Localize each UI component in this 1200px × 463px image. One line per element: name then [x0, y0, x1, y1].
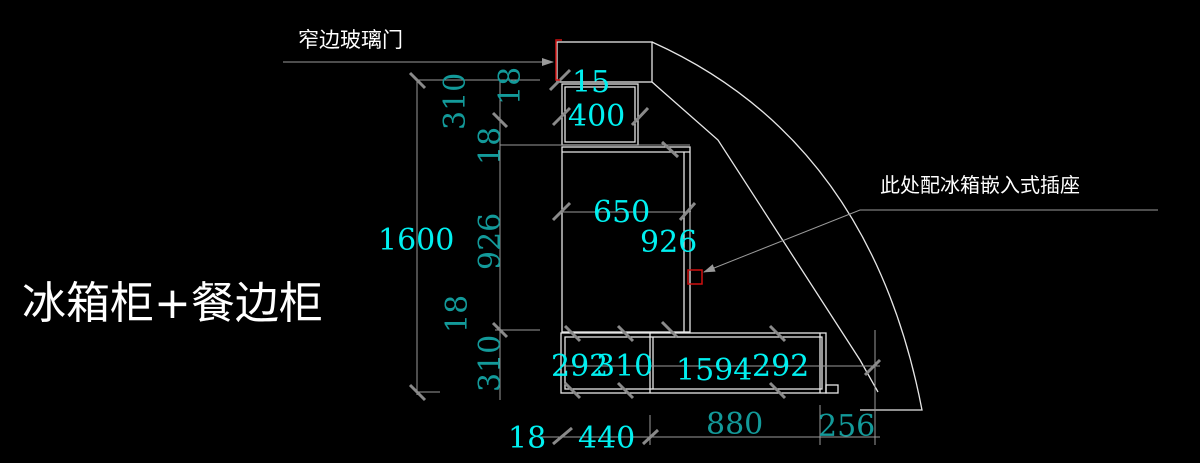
dim-bottom-3: 256: [818, 409, 875, 444]
dim-fridge-width: 650: [593, 195, 650, 230]
dim-lower-2: 1594: [676, 353, 752, 388]
dim-left-top-18: 18: [493, 67, 528, 105]
dim-left-3: 18: [440, 295, 475, 333]
socket-note: 此处配冰箱嵌入式插座: [880, 173, 1080, 197]
dim-left-2: 926: [473, 213, 508, 270]
glass-door-label: 窄边玻璃门: [298, 28, 403, 52]
dim-left-0: 310: [438, 73, 473, 130]
glass-door-marker: [555, 39, 562, 81]
dim-lower-3: 292: [752, 349, 809, 384]
dim-bottom-0: 18: [508, 421, 546, 456]
drawing-title: 冰箱柜+餐边柜: [22, 278, 323, 329]
dim-bottom-1: 440: [578, 421, 635, 456]
dim-lower-1: 310: [596, 349, 653, 384]
dim-left-4: 310: [473, 335, 508, 392]
dim-bottom-2: 880: [706, 407, 763, 442]
dim-total-height: 1600: [378, 223, 454, 258]
wall-outline: [556, 41, 923, 411]
dim-upper-width: 400: [568, 99, 625, 134]
dim-fridge-height: 926: [640, 225, 697, 260]
dim-top-gap: 15: [572, 65, 610, 100]
dim-lower-0: 292: [551, 349, 608, 384]
dim-left-1: 18: [473, 127, 508, 165]
lower-cabinet: [560, 332, 839, 394]
socket-leader: [703, 209, 1158, 273]
dimension-lines: [408, 68, 882, 446]
socket-marker: [687, 269, 703, 285]
